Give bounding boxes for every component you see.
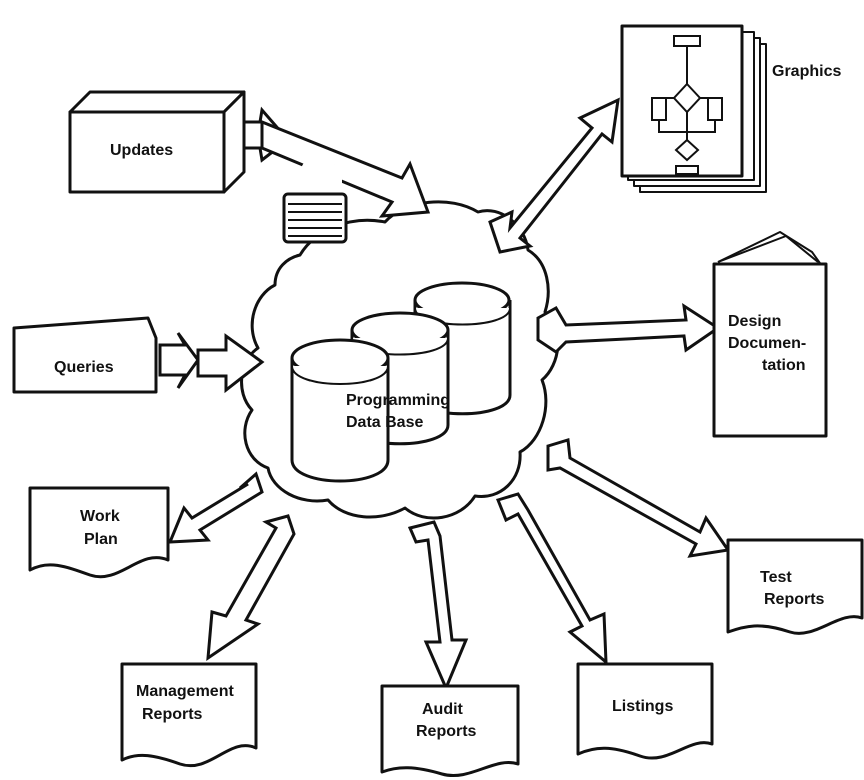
database-label-line1: Programming [346,392,450,409]
queries-label: Queries [54,359,114,376]
arrow-queries-to-db [158,332,265,394]
test-reports-label-line2: Reports [764,591,825,608]
arrow-db-to-management-reports [206,514,296,662]
queries-card [12,316,158,394]
management-reports-document [120,662,258,768]
test-reports-document [726,538,864,635]
arrow-db-to-test-reports [546,438,731,558]
updates-label: Updates [110,142,173,159]
padlock-icon [282,154,348,244]
listings-label: Listings [612,698,673,715]
management-reports-label-line1: Management [136,683,234,700]
listings-document [576,662,714,760]
updates-box [68,90,246,194]
work-plan-label-line1: Work [80,508,120,525]
audit-reports-label-line1: Audit [422,701,464,718]
graphics-label: Graphics [772,63,841,80]
arrow-db-to-graphics [488,97,620,254]
design-label-line3: tation [762,357,806,374]
arrow-db-to-listings [495,492,608,666]
design-label-line2: Documen- [728,335,806,352]
audit-reports-document [380,684,520,777]
arrow-db-to-audit-reports [407,520,469,692]
audit-reports-label-line2: Reports [416,723,477,740]
design-documentation-book [712,231,828,438]
design-label-line1: Design [728,313,781,330]
test-reports-label-line1: Test [760,569,792,586]
management-reports-label-line2: Reports [142,706,203,723]
arrow-db-to-work-plan [167,471,264,544]
database-cylinder-1 [290,338,390,483]
work-plan-document [28,486,170,579]
database-label-line2: Data Base [346,414,423,431]
work-plan-label-line2: Plan [84,531,118,548]
arrow-db-to-design [536,302,721,354]
flowchart-icon [651,35,723,175]
